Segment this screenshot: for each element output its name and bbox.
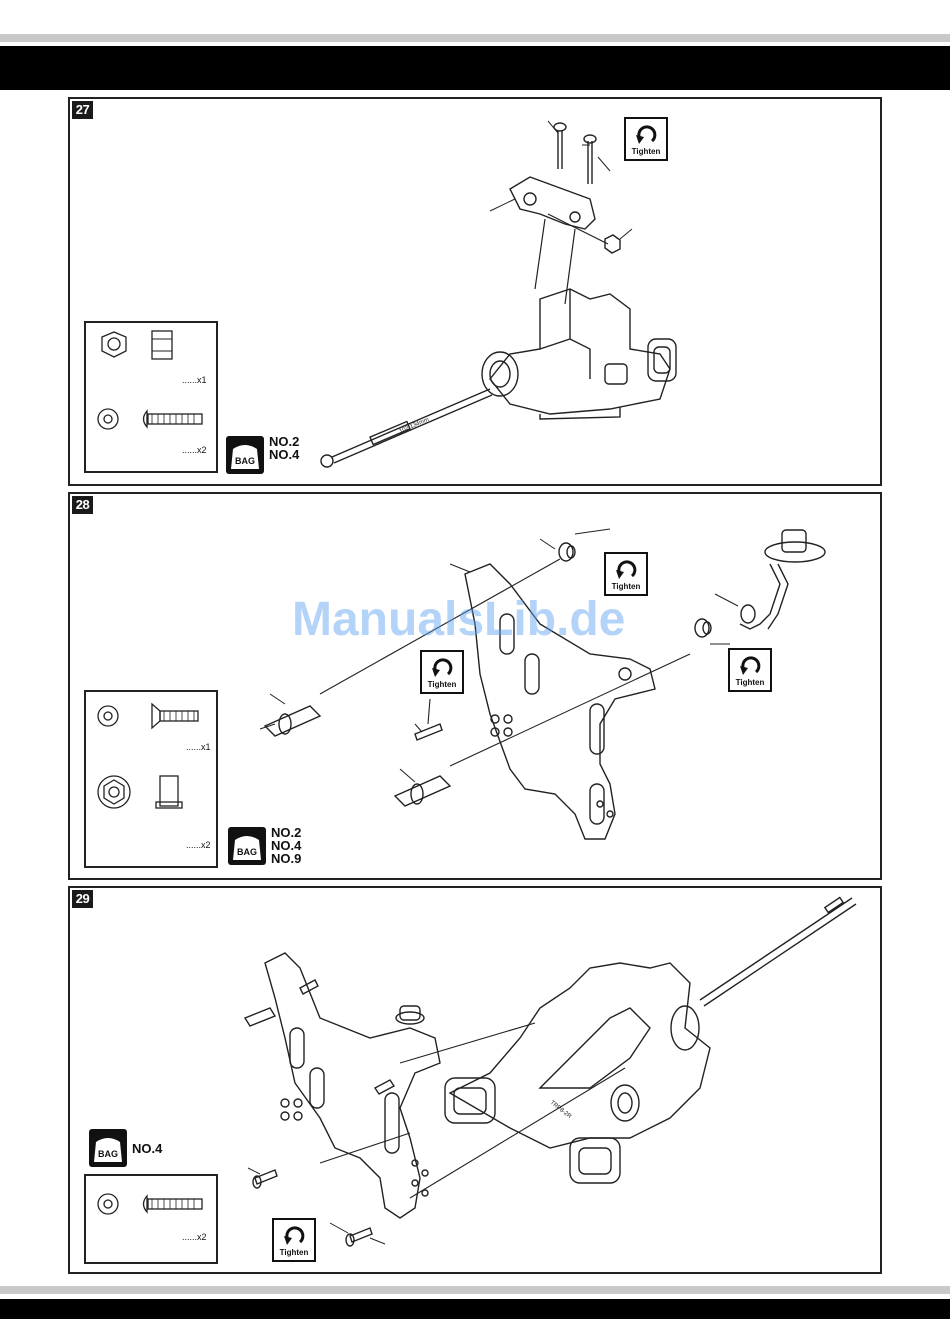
header-stripe — [0, 34, 950, 42]
svg-text:BAG: BAG — [237, 847, 257, 857]
bag-number: NO.9 — [271, 852, 301, 865]
button-head-screw-icon — [92, 1188, 212, 1222]
footer-stripe — [0, 1286, 950, 1294]
parts-box: ......x1 ......x2 — [84, 321, 218, 473]
parts-box: ......x2 — [84, 1174, 218, 1264]
flat-head-screw-icon — [92, 700, 212, 734]
bag-icon: BAG — [227, 826, 267, 866]
tighten-callout: Tighten — [420, 650, 464, 694]
watermark: ManualsLib.de — [292, 592, 625, 647]
tighten-callout: Tighten — [624, 117, 668, 161]
bag-icon: BAG — [225, 435, 265, 475]
part-qty: ......x2 — [182, 1232, 207, 1242]
part-qty: ......x2 — [182, 445, 207, 455]
parts-box: ......x1 ......x2 — [84, 690, 218, 868]
footer-bar — [0, 1299, 950, 1319]
tighten-callout: Tighten — [728, 648, 772, 692]
bag-number: NO.4 — [132, 1142, 162, 1155]
button-head-screw-icon — [92, 403, 212, 437]
bag-number: NO.4 — [269, 448, 299, 461]
header-bar — [0, 46, 950, 90]
part-qty: ......x2 — [186, 840, 211, 850]
step-28-panel: 28 — [68, 492, 882, 880]
part-qty: ......x1 — [182, 375, 207, 385]
svg-text:BAG: BAG — [235, 456, 255, 466]
bag-icon: BAG — [88, 1128, 128, 1168]
step-29-panel: 29 — [68, 886, 882, 1274]
step-27-panel: 27 — [68, 97, 882, 486]
tighten-callout: Tighten — [604, 552, 648, 596]
bag-label: BAG NO.4 — [88, 1128, 162, 1168]
lock-nut-icon — [92, 327, 212, 377]
bag-label: BAG NO.2 NO.4 NO.9 — [227, 826, 301, 866]
svg-text:TRP8-2R: TRP8-2R — [549, 1100, 573, 1121]
svg-text:BAG: BAG — [98, 1149, 118, 1159]
bag-label: BAG NO.2 NO.4 — [225, 435, 299, 475]
part-qty: ......x1 — [186, 742, 211, 752]
flange-nut-icon — [92, 772, 212, 822]
tighten-callout: Tighten — [272, 1218, 316, 1262]
